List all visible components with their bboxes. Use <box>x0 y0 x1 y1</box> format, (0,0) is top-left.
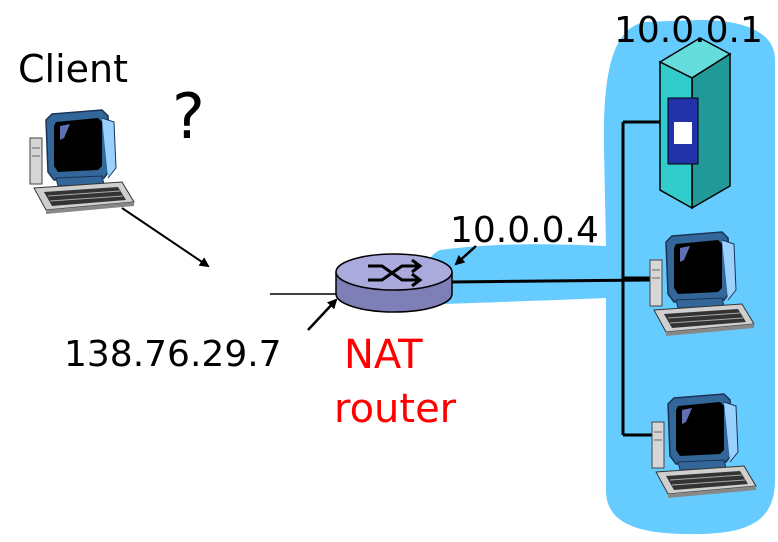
router-public-ip-label: 138.76.29.7 <box>64 334 282 375</box>
question-mark: ? <box>172 80 205 153</box>
router-private-ip-label: 10.0.0.4 <box>450 210 599 251</box>
client-computer-icon <box>29 109 135 215</box>
server-ip-label: 10.0.0.1 <box>614 10 763 51</box>
router-icon <box>335 253 453 313</box>
public-ip-pointer-arrow <box>307 298 338 331</box>
private-ip-pointer-arrow <box>454 245 477 266</box>
router-name-line-1: NAT <box>344 332 423 378</box>
client-label: Client <box>18 47 128 91</box>
router-name-line-2: router <box>334 386 457 432</box>
client-to-router-arrow <box>121 207 210 268</box>
server-tower-icon <box>658 37 732 210</box>
router-lan-link <box>449 278 651 284</box>
